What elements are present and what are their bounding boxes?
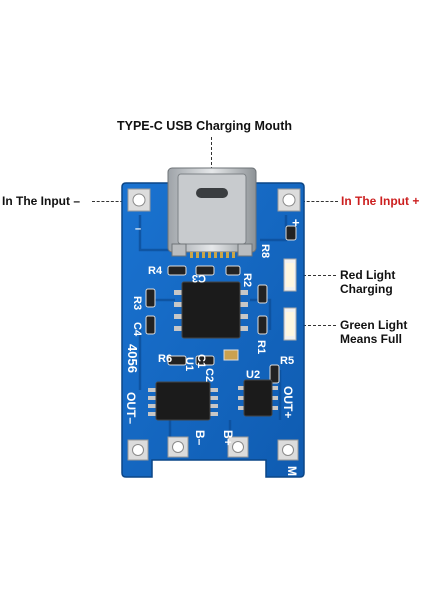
input-minus-pad [127,188,151,212]
silk-r4: R4 [148,265,163,277]
out-minus-pad [127,439,149,461]
u1-charger-ic [174,281,248,339]
silk-minus: – [135,223,141,235]
green-led [283,307,297,341]
input-minus-leader [92,201,128,202]
silk-b-plus: B+ [221,430,235,446]
input-minus-label: In The Input – [2,194,80,208]
silk-b-minus: B– [193,430,207,446]
u2-mosfet [238,379,278,417]
red-led [283,258,297,292]
silk-r2: R2 [241,273,253,287]
silk-out-minus: OUT– [124,392,138,424]
silk-r3: R3 [131,296,143,310]
usb-leader-line [211,137,212,185]
silk-out-plus: OUT+ [281,386,295,418]
green-light-label: Green Light Means Full [340,318,407,346]
silk-u2: U2 [246,369,260,381]
input-plus-leader [302,201,338,202]
green-light-leader [298,325,336,326]
green-light-line1: Green Light [340,318,408,332]
usb-type-c-connector [167,167,257,258]
protection-ic [148,381,218,421]
b-minus-pad [167,436,189,458]
silk-c4: C4 [131,322,143,337]
silk-r5: R5 [280,355,294,367]
silk-r8: R8 [259,244,271,258]
red-light-line1: Red Light [340,268,396,282]
red-light-line2: Charging [340,282,393,296]
silk-c3: C3 [192,272,206,284]
input-plus-label: In The Input + [341,194,420,208]
silk-c2: C2 [203,368,215,382]
out-plus-pad [277,439,299,461]
input-plus-pad [277,188,301,212]
red-light-leader [298,275,336,276]
red-light-label: Red Light Charging [340,268,395,296]
smd-resistors [145,225,297,384]
silk-r6: R6 [158,353,172,365]
b-plus-pad [227,436,249,458]
green-light-line2: Means Full [340,332,403,346]
silk-model: 4056 [125,344,140,373]
silk-u1: U1 [183,357,195,371]
silk-m: M [285,466,299,476]
silk-r1: R1 [255,340,267,354]
usb-charging-label: TYPE-C USB Charging Mouth [117,119,292,133]
silk-plus: + [292,215,300,230]
silk-c1: C1 [195,354,207,368]
